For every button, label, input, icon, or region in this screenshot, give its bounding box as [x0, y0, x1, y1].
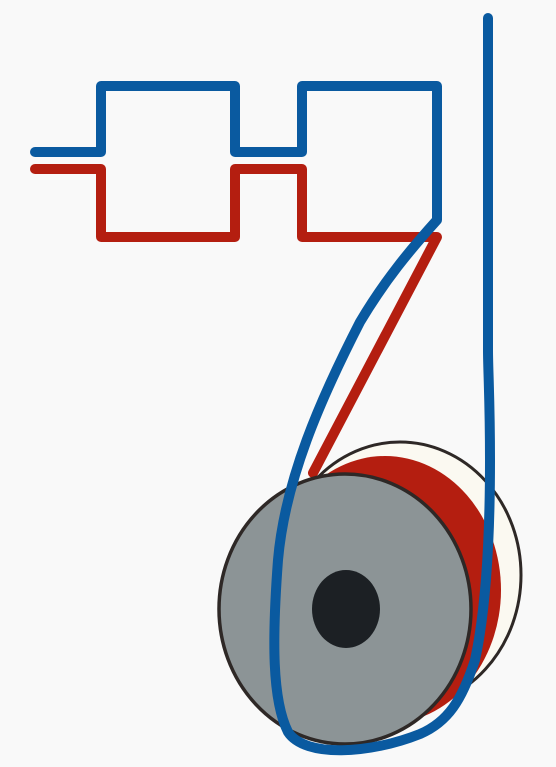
blue-wire: [30, 13, 495, 756]
red-wire: [30, 164, 442, 478]
spool-hub: [312, 570, 380, 648]
